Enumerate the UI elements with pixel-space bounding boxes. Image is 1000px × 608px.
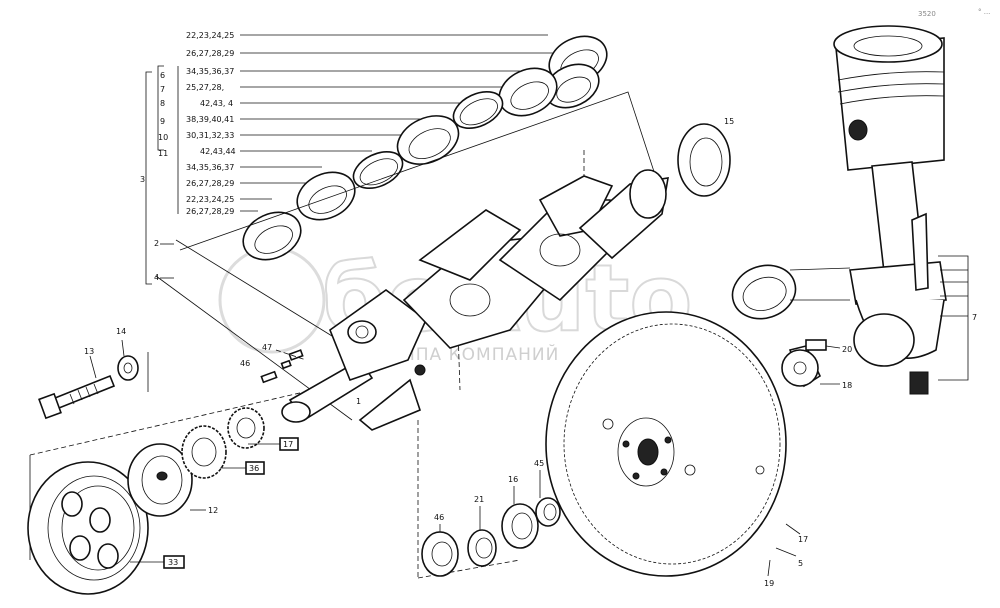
callout-1: 1 bbox=[356, 397, 361, 406]
hub-12: 12 bbox=[127, 443, 218, 517]
callout-45: 45 bbox=[534, 459, 544, 468]
timing-gears bbox=[181, 407, 265, 479]
corner-page: 3520 bbox=[918, 10, 936, 18]
bearing-label-7: 30,31,32,33 bbox=[186, 131, 234, 140]
piston-assembly: 7 bbox=[833, 25, 977, 395]
pulley-bolt: 13 14 bbox=[38, 327, 139, 420]
main-callouts: 2 4 1 19 17 5 bbox=[154, 239, 808, 588]
callout-46b: 46 bbox=[434, 513, 444, 522]
bearing-label-8: 42,43,44 bbox=[200, 147, 236, 156]
callout-15: 15 bbox=[724, 117, 734, 126]
crankshaft bbox=[281, 169, 669, 431]
callout-2: 2 bbox=[154, 239, 159, 248]
callout-46: 46 bbox=[240, 359, 250, 368]
boxed-33: 33 bbox=[168, 558, 178, 567]
bearing-list: 22,23,24,25 26,27,28,29 34,35,36,37 25,2… bbox=[140, 31, 560, 285]
bearing-label-12: 26,27,28,29 bbox=[186, 207, 234, 216]
boxed-36: 36 bbox=[249, 464, 259, 473]
flywheel-bolt-plate: 20 18 bbox=[781, 339, 852, 390]
bearing-label-4: 25,27,28, bbox=[186, 83, 224, 92]
boxed-17: 17 bbox=[283, 440, 293, 449]
bearing-label-5: 42,43, 4 bbox=[200, 99, 233, 108]
bracket-7: 7 bbox=[160, 85, 165, 94]
rod-bearing-shell bbox=[731, 264, 797, 320]
bearing-shells bbox=[242, 35, 608, 261]
bearing-label-3: 34,35,36,37 bbox=[186, 67, 234, 76]
bearing-label-2: 26,27,28,29 bbox=[186, 49, 234, 58]
callout-18: 18 bbox=[842, 381, 852, 390]
bearing-label-9: 34,35,36,37 bbox=[186, 163, 234, 172]
bracket-8: 8 bbox=[160, 99, 165, 108]
seal-15: 15 bbox=[677, 117, 734, 197]
callout-4: 4 bbox=[154, 273, 159, 282]
crank-pulley bbox=[27, 461, 149, 595]
callout-47: 47 bbox=[262, 343, 272, 352]
callout-13: 13 bbox=[84, 347, 94, 356]
callout-14: 14 bbox=[116, 327, 126, 336]
boxed-callouts: 17 36 33 bbox=[130, 437, 299, 569]
callout-19: 19 bbox=[764, 579, 774, 588]
group-number-3: 3 bbox=[140, 175, 145, 184]
callout-16: 16 bbox=[508, 475, 518, 484]
bracket-11: 11 bbox=[158, 149, 168, 158]
bracket-6: 6 bbox=[160, 71, 165, 80]
keys: 47 46 bbox=[240, 343, 307, 384]
flywheel bbox=[545, 311, 787, 577]
callout-17: 17 bbox=[798, 535, 808, 544]
bracket-9: 9 bbox=[160, 117, 165, 126]
bracket-10: 10 bbox=[158, 133, 168, 142]
callout-21: 21 bbox=[474, 495, 484, 504]
pilot-bearings: 46 21 16 45 bbox=[421, 459, 561, 577]
callout-5: 5 bbox=[798, 559, 803, 568]
bearing-label-1: 22,23,24,25 bbox=[186, 31, 234, 40]
bearing-leader-lines bbox=[240, 34, 560, 212]
callout-7-right: 7 bbox=[972, 313, 977, 322]
watermark-subtitle: ГРУППА КОМПАНИЙ bbox=[368, 343, 559, 365]
callout-12: 12 bbox=[208, 506, 218, 515]
callout-20: 20 bbox=[842, 345, 852, 354]
bearing-label-11: 22,23,24,25 bbox=[186, 195, 234, 204]
bearing-label-6: 38,39,40,41 bbox=[186, 115, 234, 124]
bearing-label-10: 26,27,28,29 bbox=[186, 179, 234, 188]
corner-mark: ° ... bbox=[978, 8, 990, 16]
